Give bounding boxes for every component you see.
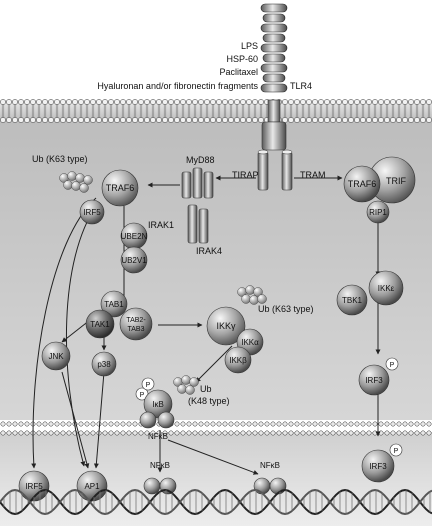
nfkb-nuc-label-2: NFκB [260,461,280,470]
plasma-membrane [0,99,432,123]
nucleus [0,432,432,526]
nfkb-nuc-1-a [143,477,161,495]
trif-label: TRIF [386,176,406,186]
ikkb-label: IKKβ [229,356,247,365]
rip1-label: RIP1 [369,208,387,217]
ub2v1-node [120,246,148,274]
ub-k48-type-label: (K48 type) [188,396,230,406]
irf3-nuc-p-label: P [394,448,399,455]
ligand-hsp60: HSP-60 [226,54,258,64]
ikkb-node [224,346,252,374]
ub-k63-cluster-traf6 [59,171,93,193]
nfkb-nuc-2-b [269,477,287,495]
nfkb-cyto-p65 [157,411,175,429]
irf5-nuc-label: IRF5 [25,482,43,491]
tab1-node [100,290,128,318]
tbk1-label: TBK1 [342,296,363,305]
ligand-lps: LPS [241,41,258,51]
tab2-label: TAB2- [126,317,146,324]
ap1-label: AP1 [84,482,100,491]
rip1-node [366,200,390,224]
p38-label: p38 [97,360,111,369]
ikb-label: IκB [152,400,164,409]
jnk-node [41,341,71,371]
tbk1-node [336,284,368,316]
ub2v1-label: UB2V1 [121,256,147,265]
tram-label: TRAM [300,170,326,180]
tirap-label: TIRAP [232,170,259,180]
nfkb-cyto-p50 [139,411,157,429]
nfkb-cyto-label: NFκB [148,432,168,441]
ligand-paclitaxel: Paclitaxel [219,67,258,77]
irf3-nuc-node [361,449,395,483]
irf3-cyto-node [358,364,390,396]
ikke-node [368,270,404,306]
irak4-label: IRAK4 [196,246,222,256]
traf6-node [101,169,139,207]
irf3-cyto-p-label: P [390,362,395,369]
ikb-p2-label: P [146,382,151,389]
dna-helix [0,488,432,516]
tak1-node [85,309,115,339]
ikb-p1-label: P [140,392,145,399]
myd88-label: MyD88 [186,155,215,165]
irak1-label: IRAK1 [148,220,174,230]
ikb-phospho-2 [141,377,155,391]
jnk-label: JNK [48,352,64,361]
nuclear-envelope [0,421,432,436]
irf5-cyto-label: IRF5 [83,208,101,217]
extracellular-space [0,0,432,100]
irf3-nuc-phospho [389,443,403,457]
tak1-label: TAK1 [90,320,110,329]
ub-k63-cluster-ikk [237,285,267,305]
irf5-cyto-node [79,199,105,225]
ub-k48-label: Ub [200,384,212,394]
traf6-trif-label: TRAF6 [348,179,377,189]
ikka-label: IKKα [241,338,259,347]
ligand-hyaluronan: Hyaluronan and/or fibronectin fragments [97,81,258,91]
ub-k63-label-1: Ub (K63 type) [32,154,88,164]
p38-node [91,351,117,377]
ube2n-label: UBE2N [121,232,148,241]
traf6-trif-node [343,165,381,203]
tab2-tab3-node [119,307,153,341]
ikke-label: IKKε [378,284,395,293]
ikkg-label: IKKγ [216,321,236,331]
tlr4-receptor [260,3,288,151]
ikkg-node [206,306,246,346]
nfkb-nuc-label-1: NFκB [150,461,170,470]
ub-k48-cluster [173,375,199,395]
tram-adaptor [281,149,293,191]
traf6-label: TRAF6 [106,183,135,193]
signal-arrows [31,175,381,475]
tab3-label: TAB3 [128,326,145,333]
irf3-cyto-label: IRF3 [365,376,383,385]
ub-k63-label-2: Ub (K63 type) [258,304,314,314]
irak-complex [187,204,209,244]
tlr4-label: TLR4 [290,81,312,91]
tirap-adaptor [257,149,269,191]
myd88-adaptor [181,167,214,199]
irf3-nuc-label: IRF3 [369,462,387,471]
irf3-cyto-phospho [385,357,399,371]
tab1-label: TAB1 [104,300,124,309]
